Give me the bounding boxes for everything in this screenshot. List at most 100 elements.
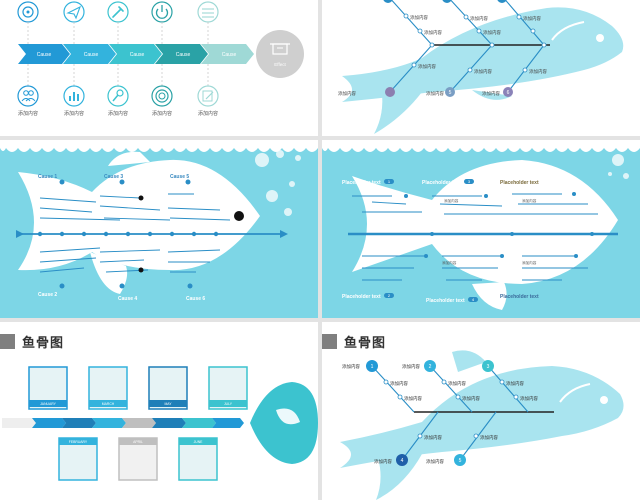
svg-text:2: 2 [388, 293, 391, 298]
svg-text:1: 1 [371, 364, 374, 370]
slide-thumbnail-fish-placeholders[interactable]: Placeholder text Placeholder text Placeh… [322, 140, 640, 318]
slide-thumbnail-fish-timeline[interactable]: 鱼骨图 JANUARY MARCH MAY JULY [0, 322, 318, 500]
timeline-segment [152, 418, 186, 428]
bone-badge: 5 [454, 454, 466, 466]
slide-thumbnail-fish-causes[interactable]: Cause 1 Cause 3 Cause 5 Cause 2 Cause 4 … [0, 140, 318, 318]
bone-label: 添加内容 [424, 29, 442, 36]
placeholder-label: Placeholder text [426, 298, 465, 304]
bone-badge: 6 [503, 87, 513, 97]
bone-label: 添加内容 [474, 68, 492, 75]
cause-label: Cause [37, 52, 52, 58]
bone-badge: 2 [424, 360, 436, 372]
bone-label: 添加内容 [374, 458, 392, 465]
fish-cause-diagram: Cause 1 Cause 3 Cause 5 Cause 2 Cause 4 … [0, 140, 318, 302]
wrench-icon [107, 1, 129, 23]
timeline-segment [182, 418, 216, 428]
svg-text:JANUARY: JANUARY [40, 402, 57, 406]
paper-plane-icon [63, 1, 85, 23]
fish-body [352, 160, 618, 284]
bone-label: 添加内容 [482, 90, 500, 97]
effect-circle[interactable]: Effect [256, 30, 304, 78]
bar-chart-icon [63, 85, 85, 107]
wave-border [322, 140, 640, 152]
cause-5-label: Cause 5 [170, 174, 189, 180]
small-label: 添加内容 [522, 260, 537, 265]
bone-label: 添加内容 [506, 380, 524, 387]
wave-border [0, 140, 318, 152]
cause-1-label: Cause 1 [38, 174, 57, 180]
placeholder-badge: 3 [464, 179, 474, 184]
slide-thumbnail-fish-bones-full[interactable]: 鱼骨图 1 2 3 4 5 添加内容 添加内容 [322, 322, 640, 500]
placeholder-label: Placeholder text [342, 294, 381, 300]
svg-text:3: 3 [487, 364, 490, 370]
svg-text:5: 5 [449, 90, 452, 96]
cause-chevron-5[interactable] [201, 44, 254, 64]
camera-lens-icon [151, 85, 173, 107]
bone-badge: 1 [366, 360, 378, 372]
bone-label: 添加内容 [338, 90, 356, 97]
svg-text:MARCH: MARCH [102, 402, 115, 406]
svg-text:1: 1 [388, 179, 391, 184]
slide-title: 鱼骨图 [22, 335, 65, 350]
timeline-card-bottom: JUNE [178, 437, 218, 481]
cause-label: Cause [176, 52, 191, 58]
bone-badge: 4 [396, 454, 408, 466]
bone-label: 添加内容 [529, 68, 547, 75]
title-marker [322, 334, 337, 349]
timeline-card-top: JULY [208, 366, 248, 410]
fish-eye [234, 211, 244, 221]
cause-chevron-1[interactable] [18, 44, 70, 64]
bone-label: 添加内容 [342, 363, 360, 370]
bone-label: 添加内容 [404, 395, 422, 402]
fish-bone-diagram: 1 2 3 4 5 添加内容 添加内容 添加内容 添加内容 添加内容 添加内容 … [340, 350, 624, 500]
bone-badge: 3 [482, 360, 494, 372]
bone-label: 添加内容 [424, 434, 442, 441]
svg-text:FEBRUARY: FEBRUARY [69, 440, 88, 444]
timeline-card-bottom: APRIL [118, 437, 158, 481]
cause-chevron-2[interactable] [63, 44, 116, 64]
bone-label: 添加内容 [448, 380, 466, 387]
slide-thumbnail-arrow-causes[interactable]: Cause Cause Cause Cause Cause Effect [0, 0, 318, 136]
svg-text:APRIL: APRIL [133, 440, 143, 444]
timeline-card-bottom: FEBRUARY [58, 437, 98, 481]
placeholder-badge: 1 [384, 179, 394, 184]
shopping-basket-icon [270, 43, 290, 55]
small-label: 添加内容 [522, 198, 537, 203]
bone-badge [385, 87, 395, 97]
slide-thumbnail-fish-bones-top[interactable]: 添加内容 添加内容 添加内容 添加内容 添加内容 添加内容 添加内容 添加内容 … [322, 0, 640, 136]
content-label: 添加内容 [198, 110, 218, 117]
bone-label: 添加内容 [520, 395, 538, 402]
effect-label: Effect [274, 62, 286, 67]
cause-6-label: Cause 6 [186, 296, 205, 302]
fish-body [18, 159, 260, 271]
cause-2-label: Cause 2 [38, 292, 57, 298]
cause-chevron-3[interactable] [109, 44, 162, 64]
content-label: 添加内容 [18, 110, 38, 117]
fish-head [250, 382, 318, 464]
target-icon [17, 1, 39, 23]
placeholder-label: Placeholder text [342, 180, 381, 186]
cause-chevron-4[interactable] [155, 44, 208, 64]
placeholder-label: Placeholder text [500, 180, 539, 186]
content-label: 添加内容 [64, 110, 84, 117]
bubbles [608, 154, 629, 179]
timeline-segment [212, 418, 244, 428]
svg-text:JULY: JULY [224, 402, 233, 406]
svg-text:MAY: MAY [164, 402, 172, 406]
cause-label: Cause [130, 52, 145, 58]
bone-label: 添加内容 [426, 90, 444, 97]
fish-timeline: JANUARY MARCH MAY JULY [2, 366, 318, 481]
svg-text:2: 2 [429, 364, 432, 370]
bone-label: 添加内容 [402, 363, 420, 370]
timeline-card-top: MAY [148, 366, 188, 410]
bone-label: 添加内容 [426, 458, 444, 465]
placeholder-label: Placeholder text [500, 294, 539, 300]
title-marker [0, 334, 15, 349]
fish-silhouette [340, 350, 624, 500]
timeline-segment [62, 418, 96, 428]
edit-icon [197, 85, 219, 107]
slide-title: 鱼骨图 [344, 335, 387, 350]
cause-label: Cause [84, 52, 99, 58]
placeholder-badge: 4 [468, 297, 478, 302]
bone-label: 添加内容 [523, 15, 541, 22]
